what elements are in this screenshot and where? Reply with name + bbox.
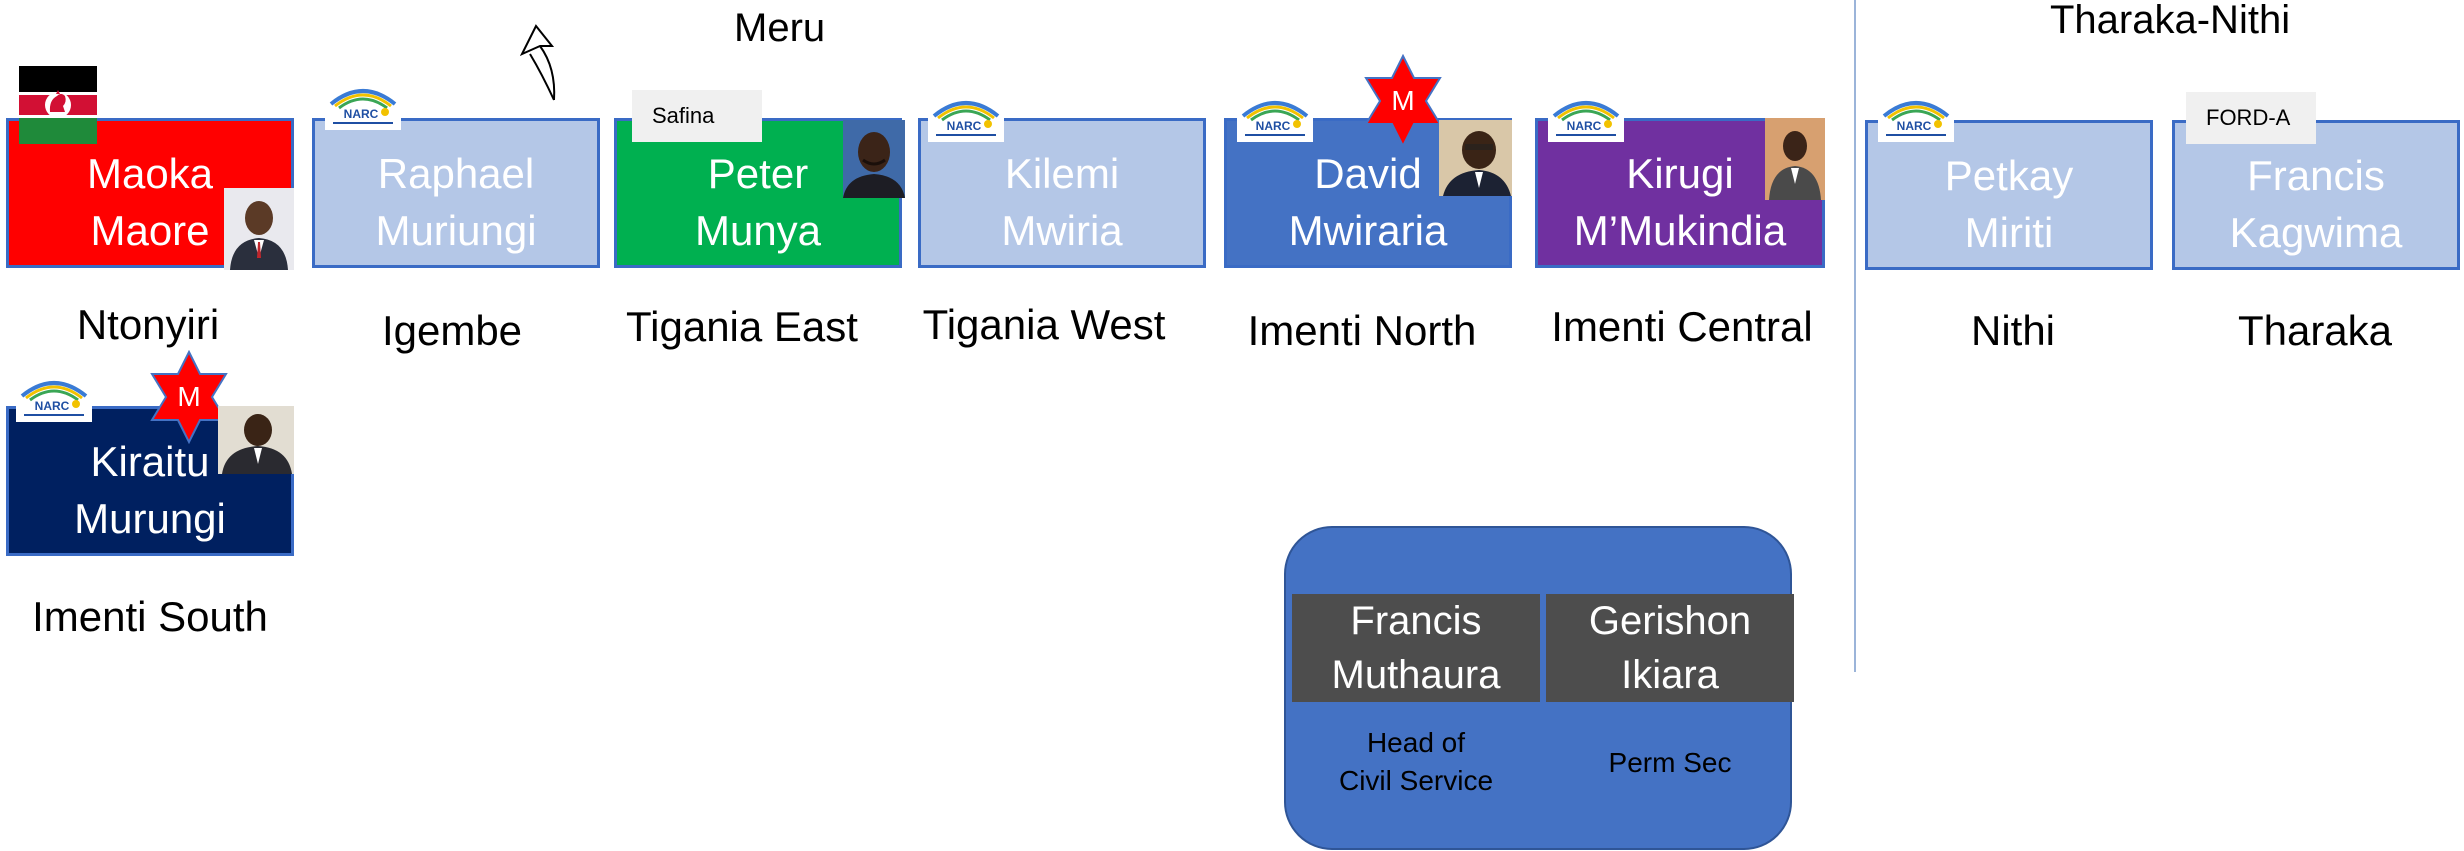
- kenya-flag-icon: [19, 66, 97, 144]
- svg-text:NARC: NARC: [1567, 119, 1602, 133]
- constituency-label: Ntonyiri: [76, 301, 220, 348]
- mp-photo-maoka-maore: [224, 188, 294, 270]
- narc-logo-icon: NARC: [325, 80, 401, 130]
- mp-photo-kirugi-mmukindia: [1765, 118, 1825, 200]
- official-role-perm-sec: Perm Sec: [1608, 747, 1732, 778]
- mp-photo-david-mwiraria: [1439, 120, 1512, 196]
- svg-text:NARC: NARC: [1897, 119, 1932, 133]
- minister-star-badge: [150, 349, 228, 445]
- mp-photo-kiraitu-murungi: [218, 406, 294, 474]
- narc-logo-icon: NARC: [928, 92, 1004, 142]
- region-title-tharaka-nithi: Tharaka-Nithi: [2050, 0, 2291, 42]
- narc-logo-icon: NARC: [1878, 92, 1954, 142]
- svg-text:NARC: NARC: [35, 399, 70, 413]
- minister-badge-label: M: [177, 381, 201, 412]
- region-divider: [1854, 0, 1856, 672]
- narc-logo-icon: NARC: [16, 372, 92, 422]
- constituency-label: Imenti North: [1247, 307, 1477, 354]
- constituency-label: Tigania West: [922, 301, 1166, 348]
- constituency-label: Tigania East: [626, 303, 858, 350]
- region-title-meru: Meru: [734, 6, 826, 50]
- narc-logo-icon: NARC: [1548, 92, 1624, 142]
- party-label-ford-a: FORD-A: [2186, 92, 2316, 144]
- constituency-label: Igembe: [381, 307, 523, 354]
- narc-logo-icon: NARC: [1237, 92, 1313, 142]
- party-label-safina: Safina: [632, 90, 762, 142]
- svg-text:NARC: NARC: [344, 107, 379, 121]
- constituency-label: Tharaka: [2237, 307, 2393, 354]
- svg-text:NARC: NARC: [1256, 119, 1291, 133]
- curved-arrow-icon: [519, 24, 560, 109]
- svg-text:NARC: NARC: [947, 119, 982, 133]
- minister-star-badge: [1364, 53, 1442, 149]
- mp-photo-peter-munya: [843, 120, 905, 198]
- minister-badge-label: M: [1391, 85, 1415, 116]
- constituency-label: Nithi: [1970, 307, 2056, 354]
- constituency-label: Imenti South: [32, 593, 268, 640]
- constituency-label: Imenti Central: [1551, 303, 1813, 350]
